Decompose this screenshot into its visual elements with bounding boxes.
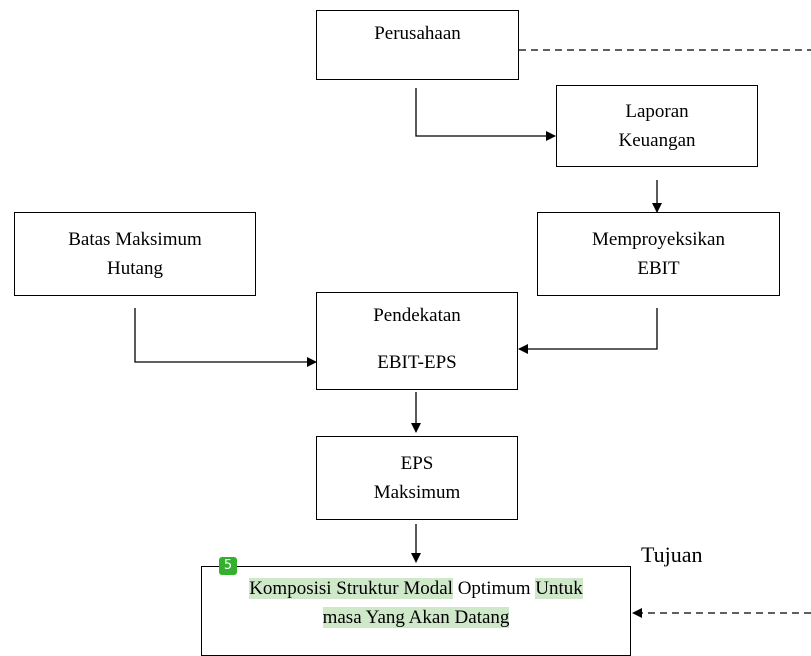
node-laporan-line-1: Laporan [625,101,689,122]
node-laporan-keuangan: Laporan Keuangan [556,85,758,167]
node-perusahaan: Perusahaan [316,10,519,80]
annotation-badge: 5 [219,557,237,575]
node-memproyeksikan-ebit: Memproyeksikan EBIT [537,212,780,296]
node-komposisi-struktur-modal: Komposisi Struktur Modal Optimum Untuk m… [201,566,631,656]
highlight-untuk: Untuk [535,578,583,599]
arrow-perusahaan-to-laporan [415,88,556,141]
node-memproyeksikan-line-2: EBIT [637,258,680,279]
highlight-masa: masa Yang Akan Datang [322,607,510,628]
node-komposisi-line-2: masa Yang Akan Datang [322,603,510,632]
arrow-memproyeksikan-to-pendekatan [518,308,658,354]
arrow-batas-to-pendekatan [134,308,317,367]
node-batas-line-2: Hutang [107,258,163,279]
node-pendekatan-line-1: Pendekatan [373,305,461,326]
node-memproyeksikan-line-1: Memproyeksikan [592,229,725,250]
node-laporan-line-2: Keuangan [618,130,696,151]
text-optimum: Optimum [452,578,536,599]
node-batas-maksimum-hutang: Batas Maksimum Hutang [14,212,256,296]
node-pendekatan-ebit-eps: Pendekatan EBIT-EPS [316,292,518,390]
node-eps-line-2: Maksimum [373,482,461,503]
node-eps-maksimum: EPS Maksimum [316,436,518,520]
highlight-komposisi: Komposisi Struktur Modal [249,578,453,599]
label-tujuan: Tujuan [641,542,703,567]
node-pendekatan-line-2: EBIT-EPS [377,352,457,373]
node-eps-line-1: EPS [400,453,434,474]
node-komposisi-line-1: Komposisi Struktur Modal Optimum Untuk [249,574,583,603]
node-batas-line-1: Batas Maksimum [68,229,202,250]
node-perusahaan-line-1: Perusahaan [374,23,461,44]
